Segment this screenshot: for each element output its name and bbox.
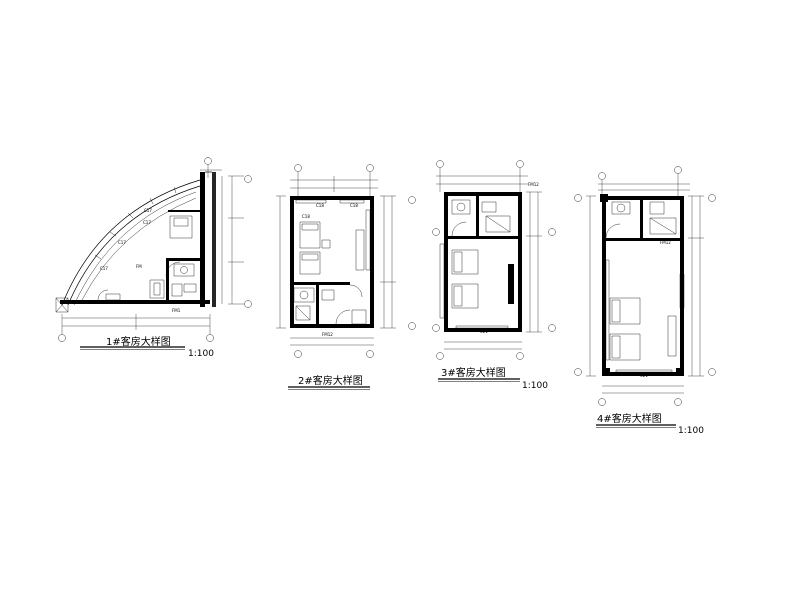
axis-bubble: [207, 335, 214, 342]
window-label: C21: [480, 329, 488, 334]
window-label: C17: [118, 240, 126, 245]
axis-bubble: [599, 399, 606, 406]
drawing-scale: 1:100: [188, 349, 214, 359]
window-label: C18: [350, 203, 358, 208]
window-label: C18: [316, 203, 324, 208]
axis-bubble: [549, 229, 556, 236]
window-label: C17: [100, 266, 108, 271]
axis-bubble: [367, 165, 374, 172]
door-label: FM12: [660, 240, 671, 245]
axis-bubble: [205, 158, 212, 165]
axis-bubble: [675, 167, 682, 174]
drawing-title: 3#客房大样图: [441, 366, 506, 379]
door-label: FM: [136, 264, 142, 269]
axis-bubble: [549, 325, 556, 332]
axis-bubble: [409, 323, 416, 330]
axis-bubble: [295, 351, 302, 358]
window-label: C17: [144, 208, 152, 213]
door-label: FM12: [528, 182, 539, 187]
axis-bubble: [517, 353, 524, 360]
axis-bubble: [433, 229, 440, 236]
drawing-title: 4#客房大样图: [597, 412, 662, 425]
plan-3-room-detail: C21 FM12 3#客房大样图 1:100: [433, 161, 556, 391]
axis-bubble: [575, 369, 582, 376]
axis-bubble: [59, 335, 66, 342]
drawing-title: 1#客房大样图: [106, 335, 171, 348]
door-label: FM1: [172, 308, 181, 313]
door-label: FM12: [322, 332, 333, 337]
axis-bubble: [437, 353, 444, 360]
axis-bubble: [709, 195, 716, 202]
plan-2-room-detail: C18 C18 C18 FM12 2#客房大样图: [276, 165, 416, 390]
axis-bubble: [599, 173, 606, 180]
axis-bubble: [709, 369, 716, 376]
plan-4-room-detail: C21 FM12 4#客房大样图 1:100: [575, 167, 716, 436]
window-label: C17: [143, 220, 151, 225]
drawing-title: 2#客房大样图: [298, 374, 363, 387]
plan-1-room-detail: C17 C17 C17 C17 FM FM1 1#客房大样图 1:100: [56, 158, 252, 359]
axis-bubble: [675, 399, 682, 406]
axis-bubble: [437, 161, 444, 168]
drawing-scale: 1:100: [678, 426, 704, 436]
window-label: C21: [640, 373, 648, 378]
axis-bubble: [409, 197, 416, 204]
axis-bubble: [433, 325, 440, 332]
axis-bubble: [245, 176, 252, 183]
axis-bubble: [245, 301, 252, 308]
axis-bubble: [575, 195, 582, 202]
window-label: C18: [302, 214, 310, 219]
axis-bubble: [295, 165, 302, 172]
axis-bubble: [367, 351, 374, 358]
axis-bubble: [517, 161, 524, 168]
drawing-scale: 1:100: [522, 381, 548, 391]
